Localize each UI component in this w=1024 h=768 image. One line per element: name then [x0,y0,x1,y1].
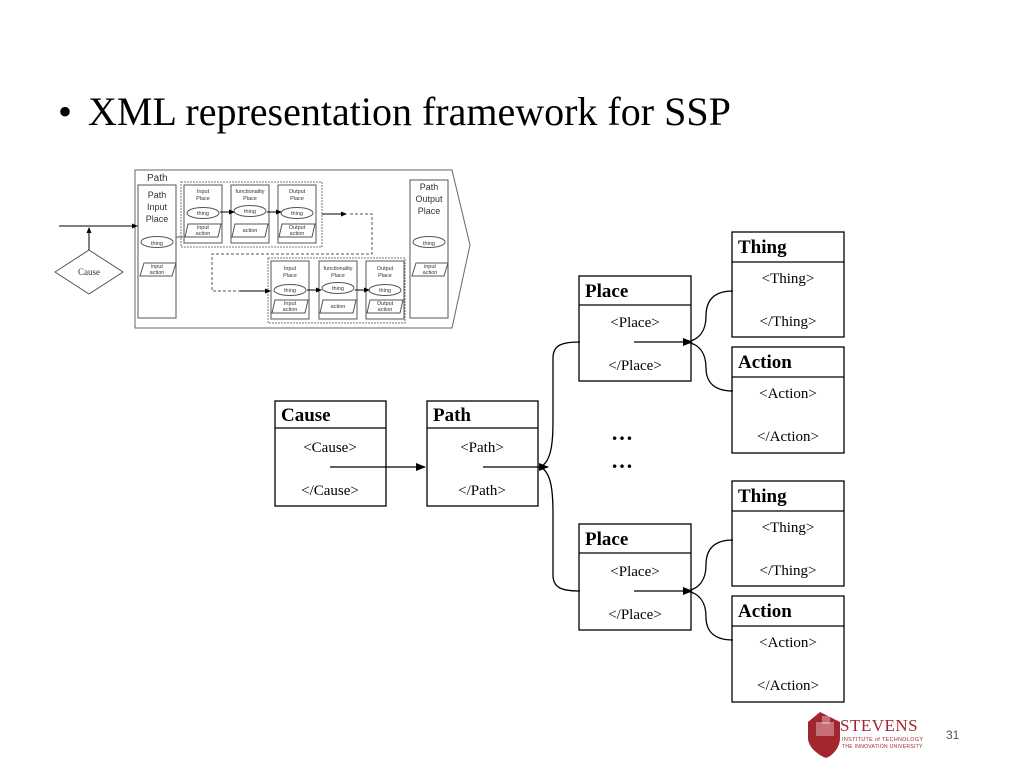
cause-title: Cause [281,405,331,426]
action-bottom-close-tag: </Action> [757,678,819,694]
branch-to-place-top [539,341,581,468]
path-output-place-box [409,179,449,319]
thing-node-bottom [731,480,845,587]
cause-node [274,400,387,507]
xml-tree [274,231,845,703]
svg-text:thing: thing [291,211,303,217]
top-input-place-box [183,184,223,244]
path-node [426,400,539,507]
bottom-output-action-shape [366,299,404,314]
place-top-open-tag: <Place> [610,315,659,331]
bottom-action-shape [319,299,357,314]
action-node-bottom [731,595,845,703]
action-top-close-tag: </Action> [757,429,819,445]
slide-number: 31 [946,728,960,742]
petri-net-diagram [54,169,471,329]
action-node-top [731,346,845,454]
thing-top-close-tag: </Thing> [760,314,817,330]
place-bottom-open-tag: <Place> [610,564,659,580]
input-thing-ellipse [140,236,174,248]
action-top-open-tag: <Action> [759,386,817,402]
top-action-shape [231,223,269,238]
thing-bottom-close-tag: </Thing> [760,563,817,579]
place-node-top [578,275,692,382]
top-group-box [180,181,323,248]
bullet-text: XML representation framework for SSP [88,89,731,134]
svg-text:thing: thing [284,288,296,294]
stevens-logo-tagline: THE INNOVATION UNIVERSITY [842,744,923,750]
bullet-item: • XML representation framework for SSP [58,88,731,136]
bottom-group-box [267,257,406,324]
svg-text:thing: thing [197,211,209,217]
svg-text:thing: thing [379,288,391,294]
svg-text:action: action [243,228,258,234]
output-action-shape [411,262,449,277]
cause-close-tag: </Cause> [301,483,359,499]
thing-bottom-title: Thing [738,486,787,507]
thing-node-top [731,231,845,338]
cause-open-tag: <Cause> [303,440,357,456]
petri-input-thing-label: thing [151,241,163,247]
place-top-title: Place [585,281,628,302]
path-close-tag: </Path> [458,483,506,499]
thing-bottom-open-tag: <Thing> [762,520,815,536]
svg-text:thing: thing [332,286,344,292]
path-outer-shape [134,169,471,329]
bottom-input-action-shape [271,299,309,314]
place-to-action-bottom [685,590,734,641]
stevens-seal-icon [808,712,840,758]
place-node-bottom [578,523,692,631]
petri-output-thing-label: thing [423,241,435,247]
place-to-thing-top [685,290,734,343]
bottom-input-thing-ellipse [273,284,307,296]
petri-cause-label: Cause [78,267,100,277]
place-to-thing-bottom [685,539,734,592]
ellipsis-2: … [611,448,633,473]
path-open-tag: <Path> [460,440,504,456]
place-bottom-title: Place [585,529,628,550]
action-top-title: Action [738,352,792,373]
svg-text:thing: thing [244,209,256,215]
output-thing-ellipse [412,236,446,248]
petri-path-label: Path [147,173,168,184]
place-bottom-close-tag: </Place> [608,607,662,623]
path-title: Path [433,405,471,426]
thing-top-open-tag: <Thing> [762,271,815,287]
place-to-action-top [685,341,734,392]
input-action-shape [139,262,177,277]
xml-tree-labels: Cause <Cause> </Cause> Path <Path> </Pat… [281,237,819,694]
top-input-action-shape [184,223,222,238]
cause-diamond [54,249,124,295]
bottom-func-thing-ellipse [321,282,355,294]
top-output-action-shape [278,223,316,238]
path-input-place-box [137,184,177,319]
branch-to-place-bottom [539,466,581,592]
top-input-thing-ellipse [186,207,220,219]
stevens-logo-subtitle: INSTITUTE of TECHNOLOGY [842,737,924,743]
action-bottom-title: Action [738,601,792,622]
svg-text:action: action [331,304,346,310]
stevens-logo-text: STEVENS [840,716,919,735]
ellipsis-1: … [611,420,633,445]
bullet-dot: • [58,89,73,134]
place-top-close-tag: </Place> [608,358,662,374]
thing-top-title: Thing [738,237,787,258]
action-bottom-open-tag: <Action> [759,635,817,651]
